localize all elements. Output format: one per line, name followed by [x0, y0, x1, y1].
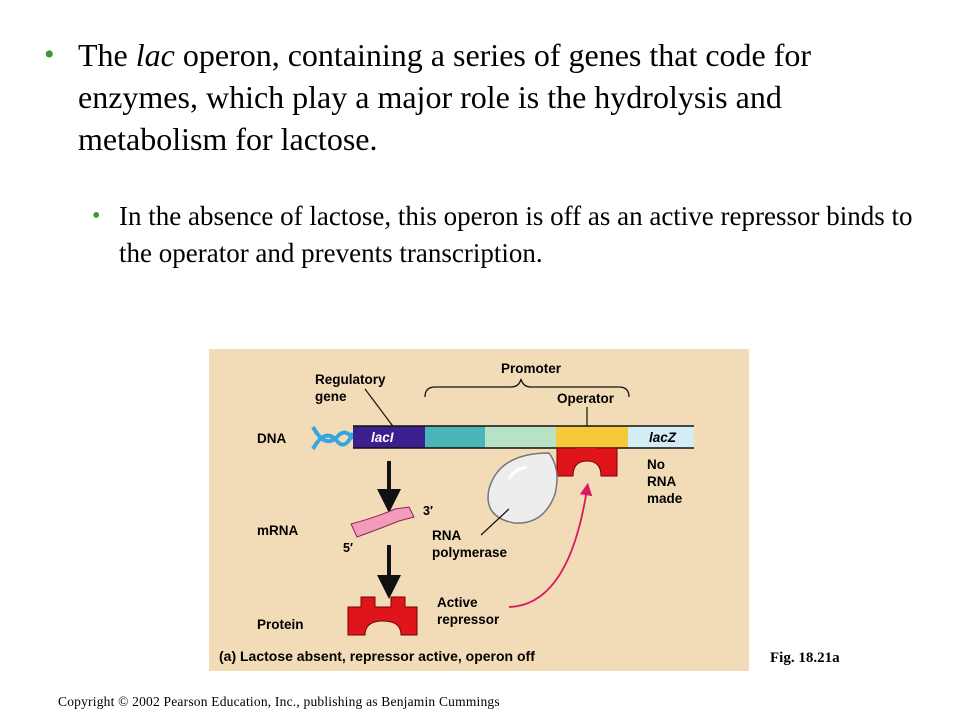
- bullet-1-part2: operon, containing a series of genes tha…: [78, 37, 812, 157]
- promoter-bracket: [424, 378, 630, 398]
- active-repressor-label-2: repressor: [437, 612, 500, 627]
- bullet-1-part1: The: [78, 37, 136, 73]
- bullet-2: • In the absence of lactose, this operon…: [92, 198, 932, 272]
- bound-repressor-tab: [577, 448, 597, 454]
- repressor-binding-arrow: [508, 482, 593, 608]
- lac-operon-figure: Promoter Regulatory gene Operator DNA la…: [209, 349, 749, 671]
- mrna-strand: [350, 506, 415, 538]
- regulatory-pointer: [364, 388, 396, 430]
- promoter-label: Promoter: [501, 361, 562, 376]
- lacz-label: lacZ: [649, 430, 677, 445]
- rna-polymerase-label-1: RNA: [432, 528, 461, 543]
- three-prime-label: 3′: [423, 504, 433, 518]
- bullet-dot: •: [44, 38, 55, 71]
- promoter-green-segment: [485, 426, 556, 448]
- five-prime-label: 5′: [343, 541, 353, 555]
- no-rna-3: made: [647, 491, 683, 506]
- rna-polymerase-shine: [507, 465, 528, 480]
- laci-gene: [353, 426, 425, 448]
- rna-polymerase: [487, 452, 558, 524]
- operator-segment: [556, 426, 628, 448]
- mrna-label: mRNA: [257, 523, 299, 538]
- protein-label: Protein: [257, 617, 304, 632]
- bullet-1-text: The lac operon, containing a series of g…: [78, 34, 924, 160]
- rna-polymerase-pointer: [480, 508, 510, 536]
- regulatory-label-1: Regulatory: [315, 372, 386, 387]
- figure-number: Fig. 18.21a: [770, 650, 840, 666]
- free-repressor: [347, 596, 418, 636]
- dna-label: DNA: [257, 431, 286, 446]
- bullet-1-italic: lac: [135, 37, 175, 73]
- no-rna-2: RNA: [647, 474, 676, 489]
- lacz-gene: [628, 426, 694, 448]
- no-rna-1: No: [647, 457, 665, 472]
- operator-label: Operator: [557, 391, 615, 406]
- rna-polymerase-label-2: polymerase: [432, 545, 508, 560]
- dna-helix: [311, 426, 355, 450]
- bullet-dot: •: [92, 203, 101, 229]
- regulatory-label-2: gene: [315, 389, 347, 404]
- figure-caption: (a) Lactose absent, repressor active, op…: [219, 648, 535, 664]
- bullet-1: • The lac operon, containing a series of…: [44, 34, 924, 160]
- active-repressor-label-1: Active: [437, 595, 478, 610]
- bound-repressor: [556, 447, 618, 477]
- bullet-2-text: In the absence of lactose, this operon i…: [119, 201, 913, 268]
- copyright-notice: Copyright © 2002 Pearson Education, Inc.…: [58, 694, 500, 709]
- promoter-teal-segment: [425, 426, 485, 448]
- laci-label: lacI: [371, 430, 394, 445]
- figure-background: [209, 349, 749, 671]
